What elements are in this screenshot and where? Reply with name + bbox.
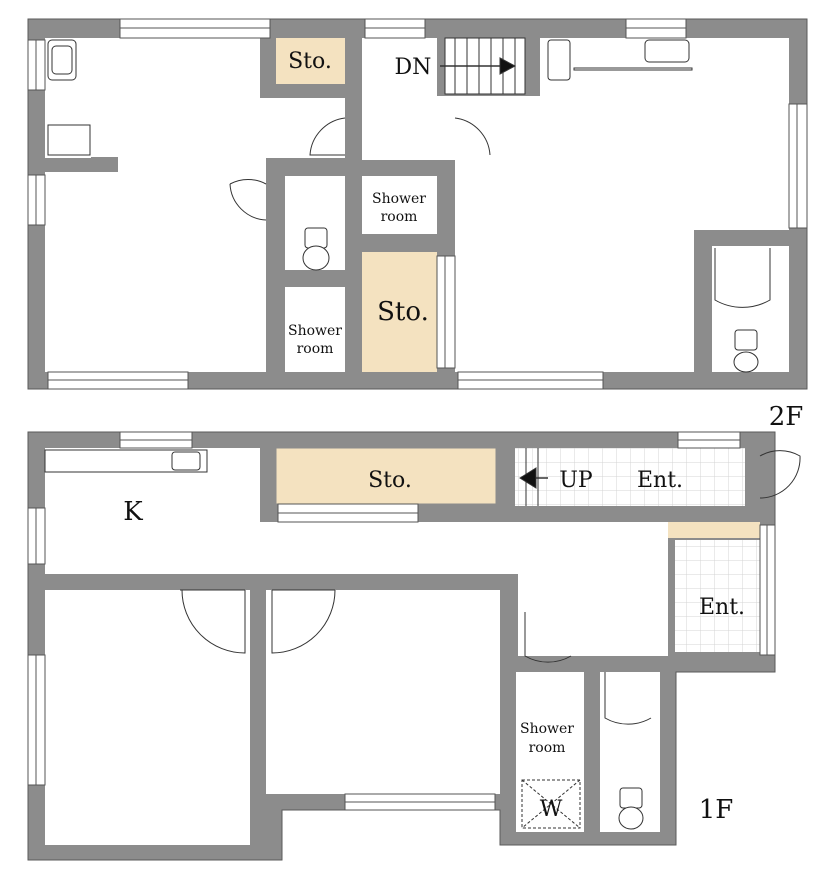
stairs-2f [440,37,526,95]
floor-2f: Sto. DN Shower room Shower room Sto. 2F [27,18,808,432]
label-sto-top-small: Sto. [288,49,332,74]
label-shower-b-1: Shower [288,323,342,339]
stairs-1f [519,448,548,506]
storage-2f-small [276,38,345,84]
label-up: UP [559,468,593,493]
fixtures-1f [44,449,644,830]
windows-2f [27,18,808,390]
floor-label-2f: 2F [769,402,804,432]
label-sto-long: Sto. [368,468,412,493]
label-sto-mid: Sto. [377,297,429,327]
doors-1f [180,450,801,725]
label-shower-b-2: room [297,341,334,357]
entrance-top-tile [515,448,745,506]
storage-1f-long [275,447,497,505]
label-ent-side: Ent. [699,595,745,620]
doors-2f [229,117,771,308]
fixtures-2f [47,39,759,373]
windows-1f [27,431,776,811]
label-w: W [540,797,563,822]
entrance-side-tile [675,540,760,652]
label-shower-a-1: Shower [372,191,426,207]
label-shower-a-2: room [381,209,418,225]
label-shower-c-2: room [529,740,566,756]
label-k: K [123,497,143,527]
entrance-step [668,522,760,538]
floor-label-1f: 1F [699,795,734,825]
storage-2f-mid [362,252,437,372]
floor-1f: K Sto. UP Ent. Ent. Shower room W 1F [27,431,801,861]
rooms-1f [45,448,668,845]
label-dn: DN [395,55,432,80]
label-ent-top: Ent. [637,468,683,493]
label-shower-c-1: Shower [520,721,574,737]
